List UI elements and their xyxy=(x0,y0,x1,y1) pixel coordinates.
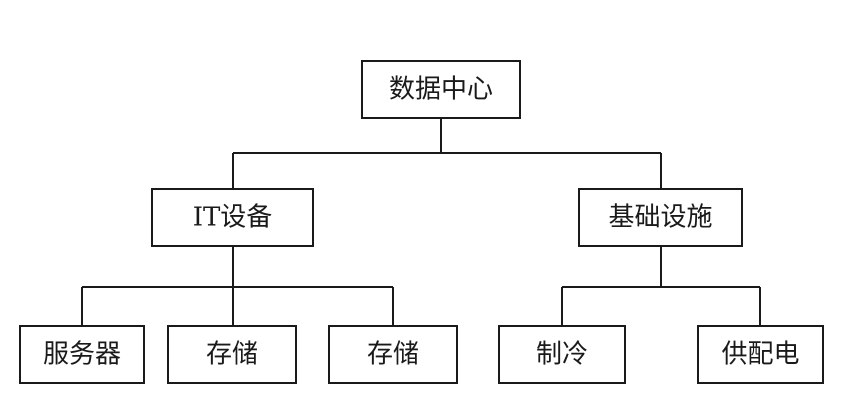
node-cooling: 制冷 xyxy=(498,325,626,384)
node-data-center-label: 数据中心 xyxy=(389,75,493,105)
node-it-equipment: IT设备 xyxy=(151,188,314,247)
node-data-center: 数据中心 xyxy=(361,60,521,119)
node-infrastructure-label: 基础设施 xyxy=(608,203,712,233)
node-infrastructure: 基础设施 xyxy=(578,188,743,247)
node-server-box xyxy=(19,325,145,384)
node-cooling-label: 制冷 xyxy=(536,340,588,370)
node-storage-2: 存储 xyxy=(328,325,458,384)
node-storage-2-label: 存储 xyxy=(367,340,419,370)
node-power-distribution-box xyxy=(697,325,824,384)
node-cooling-box xyxy=(498,325,626,384)
node-server: 服务器 xyxy=(19,325,145,384)
node-storage-1: 存储 xyxy=(167,325,297,384)
node-server-label: 服务器 xyxy=(43,340,121,370)
node-power-distribution: 供配电 xyxy=(697,325,824,384)
node-storage-1-box xyxy=(167,325,297,384)
node-power-distribution-label: 供配电 xyxy=(721,340,799,370)
node-infrastructure-box xyxy=(578,188,743,247)
connector-root-to-branches xyxy=(232,118,662,189)
connector-infrastructure-to-children xyxy=(561,246,761,326)
node-data-center-box xyxy=(361,60,521,119)
node-storage-2-box xyxy=(328,325,458,384)
node-storage-1-label: 存储 xyxy=(206,340,258,370)
node-it-equipment-label: IT设备 xyxy=(193,203,273,233)
node-it-equipment-box xyxy=(151,188,314,247)
connectors xyxy=(81,118,761,326)
connector-it-equipment-to-children xyxy=(81,246,394,326)
